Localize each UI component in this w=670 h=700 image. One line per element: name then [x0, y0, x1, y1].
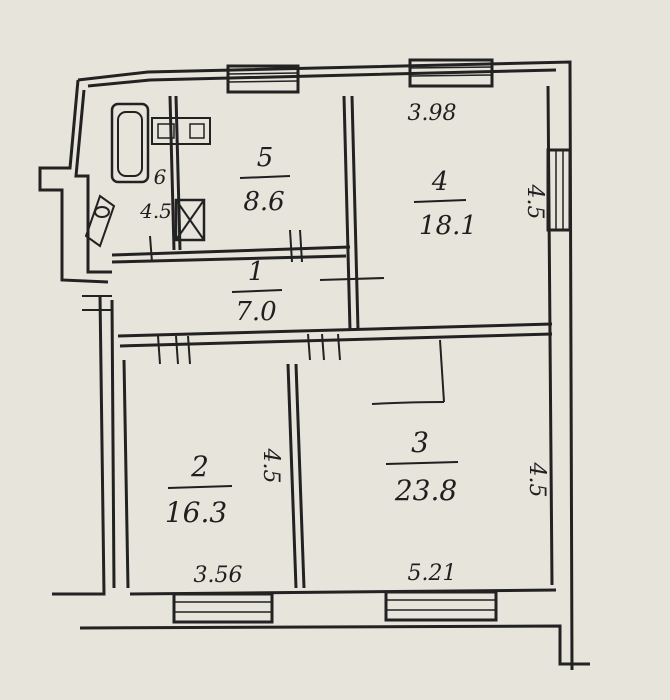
room2-id: 2 — [190, 450, 209, 483]
wall-room4-left-inner — [350, 95, 360, 331]
room2-area: 16.3 — [165, 496, 227, 529]
bathtub-inner — [117, 111, 143, 177]
sink-basin — [157, 123, 175, 139]
wall-bath-right — [174, 95, 182, 251]
room1-underline — [231, 289, 283, 293]
outer-wall-left-lower-inner — [110, 299, 116, 589]
window-top-right-pane — [409, 66, 493, 69]
wall-room4-left — [342, 95, 352, 331]
wall-room2-room3-inner — [294, 363, 306, 589]
outer-wall-top-inner — [87, 68, 557, 88]
outer-wall-top-right — [77, 60, 574, 671]
outer-wall-bottom — [79, 624, 590, 666]
room5-area: 8.6 — [243, 187, 284, 217]
door-hall-mark-a — [289, 229, 293, 263]
window-bottom-left — [172, 592, 274, 624]
room6-area: 4.5 — [139, 199, 172, 223]
window-top-left — [226, 64, 300, 94]
dim-bottom-right: 5.21 — [408, 561, 457, 586]
room4-id: 4 — [431, 167, 449, 197]
wall-rooms-divider-inner — [119, 332, 553, 348]
door-room3-mark-b — [321, 333, 325, 361]
door-hall-mark-b — [299, 229, 303, 263]
dim-middle-partition: 4.5 — [258, 448, 283, 484]
outer-wall-left-upper — [38, 79, 109, 284]
door-room2-mark-c — [187, 335, 191, 365]
door-room4-mark — [319, 277, 385, 281]
wall-bath-right-inner — [168, 95, 176, 251]
bathtub — [110, 102, 150, 184]
door-room3-swing-arc — [371, 401, 445, 405]
room1-area: 7.0 — [235, 297, 276, 327]
room3-area: 23.8 — [394, 474, 457, 507]
door-room2-mark-b — [175, 335, 179, 365]
toilet-seat — [94, 206, 110, 218]
room4-underline — [413, 199, 467, 203]
wall-room2-left — [122, 359, 130, 589]
door-room3-mark-a — [307, 333, 311, 361]
window-top-right-pane-2 — [409, 74, 493, 77]
dim-bottom-left: 3.56 — [194, 563, 243, 588]
door-bath-mark — [149, 235, 153, 263]
room1-id: 1 — [248, 257, 265, 287]
vent-box-cross-b — [175, 199, 205, 241]
window-top-left-pane — [227, 72, 299, 75]
room3-underline — [385, 461, 459, 465]
window-top-left-pane-2 — [227, 80, 299, 83]
wall-room2-room3 — [286, 363, 298, 589]
sink-basin-2 — [189, 123, 205, 139]
door-room3-swing — [439, 339, 445, 403]
wall-rooms-divider — [117, 322, 553, 338]
door-room3-mark-c — [337, 333, 341, 361]
vent-box — [174, 198, 206, 242]
dim-right-lower: 4.5 — [524, 462, 549, 498]
dimension-labels: 3.98 3.56 5.21 4.5 4.5 4.5 — [194, 101, 549, 588]
room6-id: 6 — [154, 165, 167, 189]
window-top-right — [408, 58, 494, 88]
room5-underline — [239, 175, 291, 179]
outer-wall-left-upper-inner — [74, 89, 112, 274]
sink — [151, 117, 211, 145]
window-right — [546, 148, 572, 232]
dim-top-right: 3.98 — [408, 101, 457, 126]
room5-id: 5 — [257, 143, 274, 173]
door-room2-mark-a — [157, 335, 161, 365]
room-labels: 5 8.6 4 18.1 1 7.0 6 4.5 2 16.3 3 23.8 — [139, 143, 477, 529]
room2-underline — [167, 485, 233, 489]
outer-wall-left-lower — [52, 294, 106, 596]
window-bottom-right — [384, 590, 498, 622]
dim-right-upper: 4.5 — [522, 184, 547, 220]
room4-area: 18.1 — [419, 211, 477, 241]
room3-id: 3 — [411, 426, 429, 459]
walls — [38, 58, 590, 671]
